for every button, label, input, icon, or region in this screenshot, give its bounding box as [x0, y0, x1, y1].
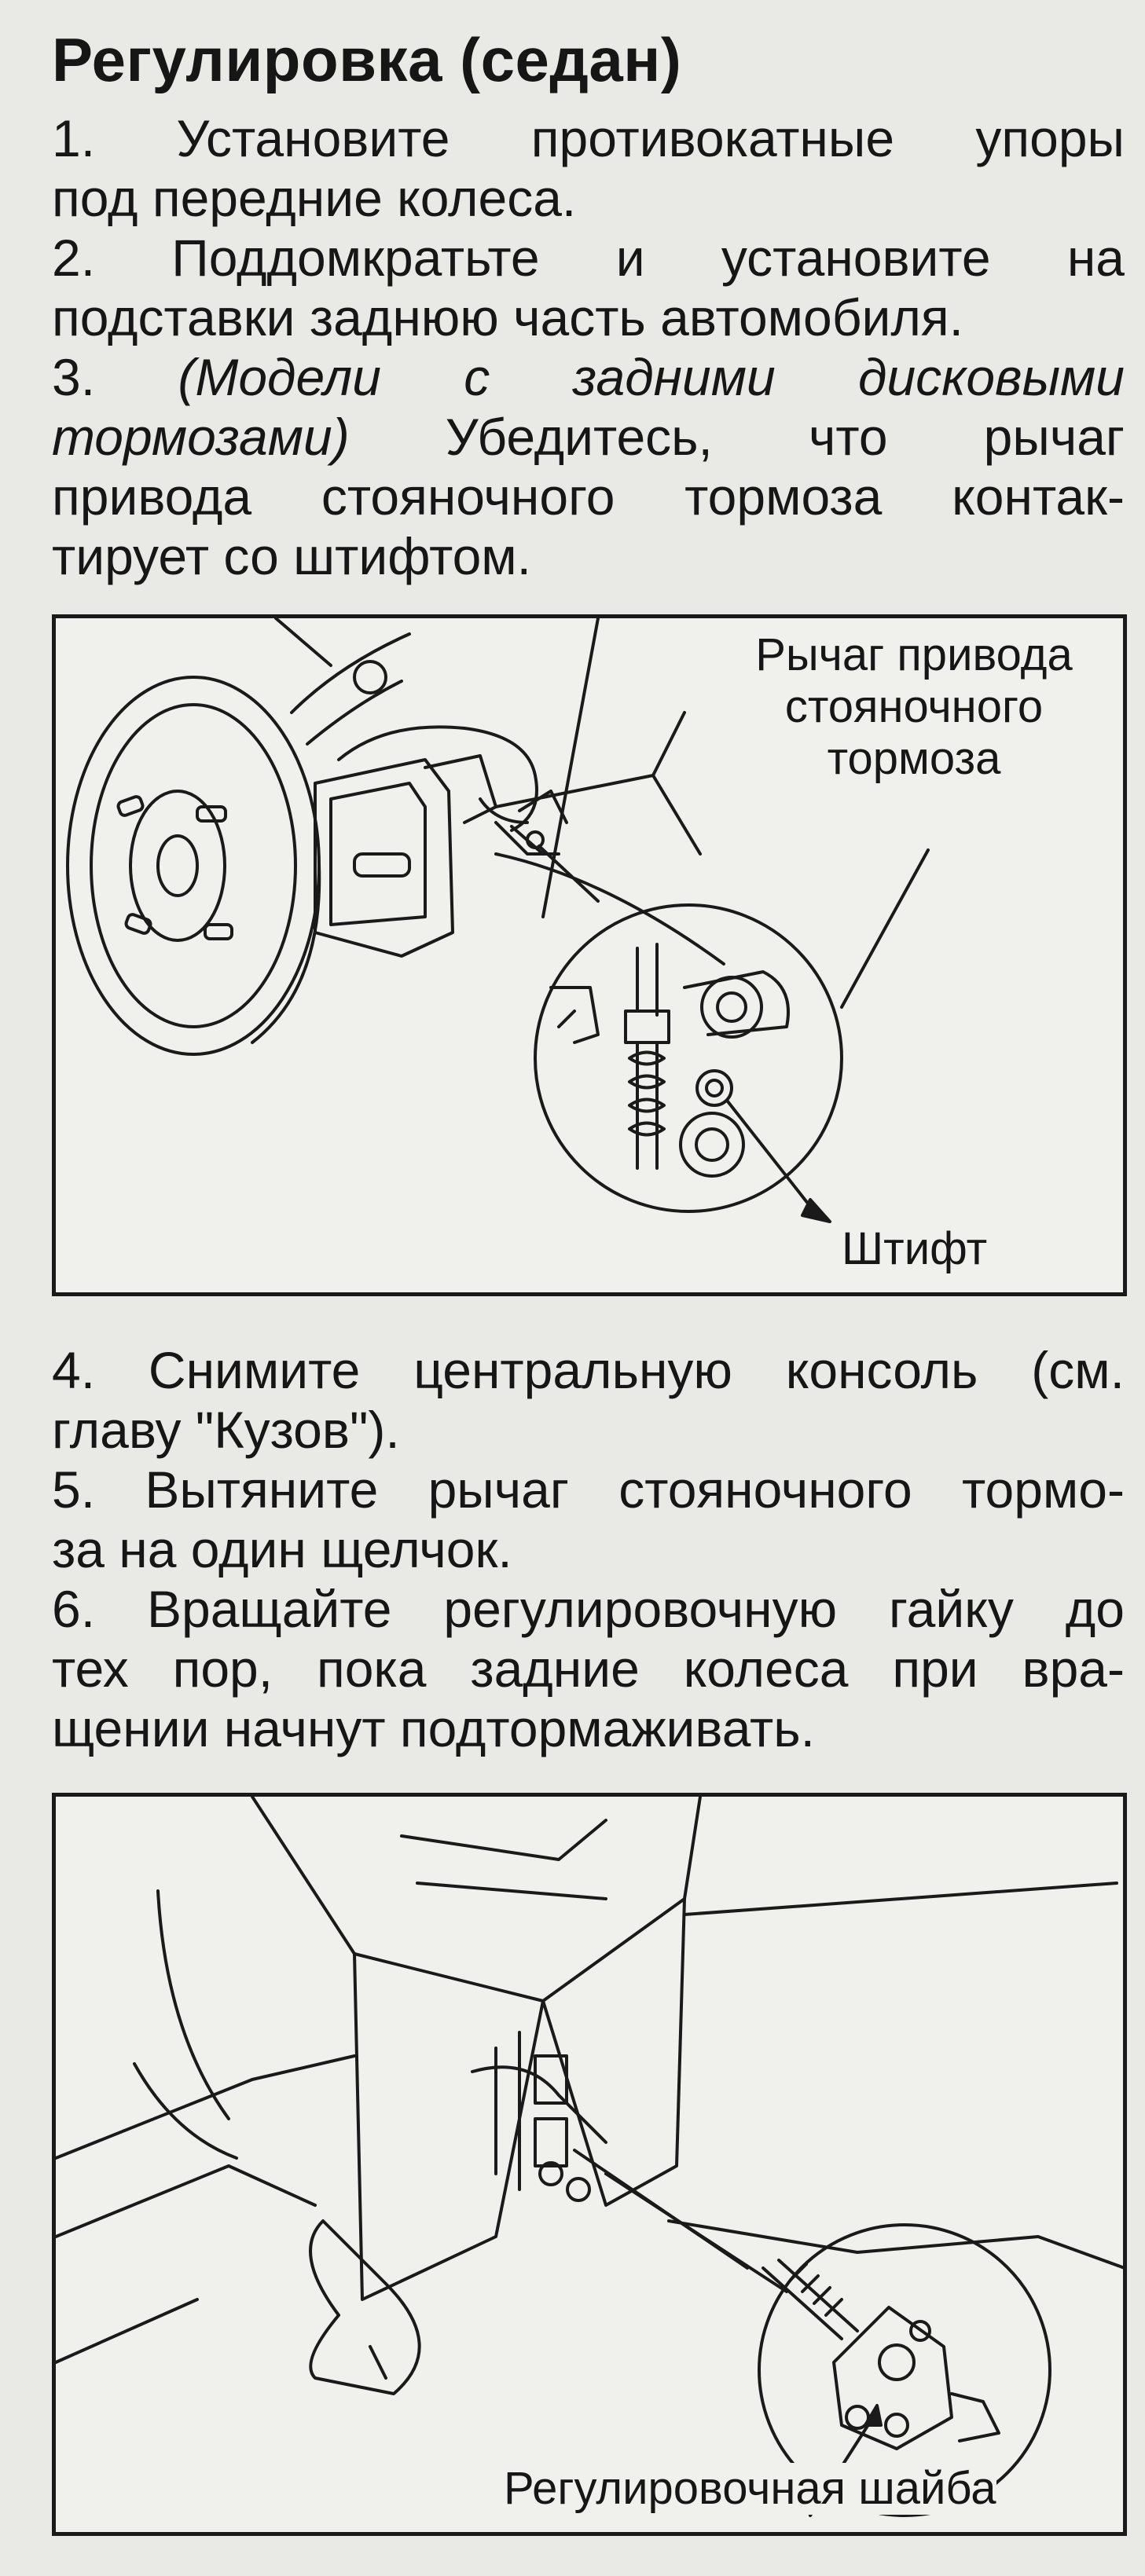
step-6-line-3: щении начнут подтормаживать.	[52, 1699, 815, 1757]
label-lever-line-1: Рычаг привода	[755, 629, 1073, 680]
label-lever: Рычаг привода стояночного тормоза	[717, 629, 1110, 785]
step-3-line-1: 3. (Модели с задними дисковыми	[52, 347, 1125, 407]
step-4-line-2: главу "Кузов").	[52, 1401, 400, 1459]
figure-parking-brake-lever: Рычаг привода стояночного тормоза Штифт	[52, 614, 1127, 1296]
figure-adjusting-washer: Регулировочная шайба	[52, 1793, 1127, 2536]
step-3-italic-1: (Модели с задними дисковыми	[178, 348, 1125, 406]
label-lever-line-3: тормоза	[827, 733, 1001, 784]
step-2-line-2: подставки заднюю часть автомобиля.	[52, 288, 963, 346]
step-6-line-2: тех пор, пока задние колеса при вра-	[52, 1640, 1125, 1698]
console-illustration	[56, 1797, 1123, 2517]
step-3-line-4: тирует со штифтом.	[52, 527, 531, 585]
step-1-line-2: под передние колеса.	[52, 169, 577, 227]
step-2-line-1: 2. Поддомкратьте и установите на	[52, 229, 1125, 287]
label-adjusting-washer: Регулировочная шайба	[504, 2463, 996, 2515]
step-5-line-1: 5. Вытяните рычаг стояночного тормо-	[52, 1460, 1125, 1519]
label-lever-line-2: стояночного	[784, 681, 1044, 732]
step-1-line-1: 1. Установите противокатные упоры	[52, 109, 1125, 167]
brake-illustration	[66, 618, 930, 1223]
step-3-line-3: привода стояночного тормоза контак-	[52, 467, 1125, 526]
steps-top: 1. Установите противокатные упоры под пе…	[52, 108, 1125, 586]
step-3-number: 3.	[52, 348, 96, 406]
step-3-line-2: тормозами) Убедитесь, что рычаг	[52, 407, 1125, 467]
label-pin: Штифт	[842, 1223, 988, 1275]
step-5-line-2: за на один щелчок.	[52, 1520, 512, 1578]
step-3-italic-2: тормозами)	[52, 408, 350, 466]
section-heading: Регулировка (седан)	[52, 25, 682, 94]
step-3-rest: Убедитесь, что рычаг	[349, 408, 1125, 466]
step-4-line-1: 4. Снимите центральную консоль (см.	[52, 1341, 1125, 1399]
steps-mid: 4. Снимите центральную консоль (см. глав…	[52, 1340, 1125, 1758]
step-6-line-1: 6. Вращайте регулировочную гайку до	[52, 1580, 1125, 1638]
